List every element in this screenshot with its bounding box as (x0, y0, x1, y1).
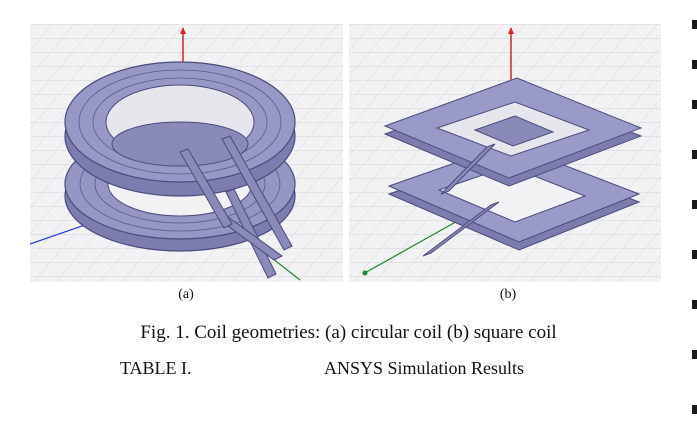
coil-leads (422, 143, 500, 257)
figure-caption: Fig. 1. Coil geometries: (a) circular co… (140, 322, 557, 343)
axis-origin-marker (362, 270, 368, 276)
circular-coil-render-icon (30, 24, 343, 282)
coil-leads (179, 135, 293, 279)
table-title: ANSYS Simulation Results (324, 358, 525, 378)
table-number: TABLE I. (120, 358, 192, 378)
z-axis-arrow (180, 27, 186, 34)
square-coil-render-icon (349, 24, 661, 282)
z-axis-arrow (508, 27, 514, 34)
subfigure-label-a: (a) (178, 287, 194, 302)
page-edge-marks (691, 20, 697, 420)
figure-panel-circular-coil (30, 24, 343, 282)
upper-square-ring (383, 77, 643, 187)
subfigure-label-b: (b) (499, 287, 517, 302)
figure-panel-square-coil (349, 24, 661, 282)
upper-coil-ring (64, 61, 296, 197)
